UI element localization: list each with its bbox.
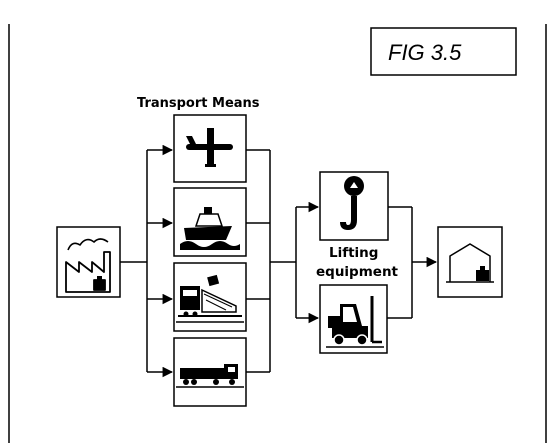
warehouse-node xyxy=(437,226,503,298)
lifting-merge-connectors xyxy=(387,206,438,319)
truck-icon xyxy=(176,364,244,388)
lifting-label-line2: equipment xyxy=(316,264,399,280)
figure-caption: FIG 3.5 xyxy=(388,40,462,65)
factory-node xyxy=(56,226,121,298)
crane-hook-icon xyxy=(340,176,364,230)
lifting-connectors xyxy=(295,201,320,324)
transport-ship-node xyxy=(173,187,247,257)
lifting-label-line1: Lifting xyxy=(329,245,378,261)
source-connectors xyxy=(120,144,174,378)
airplane-icon xyxy=(186,128,233,167)
ship-icon xyxy=(180,207,240,250)
warehouse-icon xyxy=(446,243,494,283)
transport-connectors xyxy=(246,149,296,373)
transport-truck-node xyxy=(173,337,247,407)
forklift-icon xyxy=(326,296,384,348)
transport-train-node xyxy=(173,262,247,332)
factory-icon xyxy=(65,238,111,293)
transport-airplane-node xyxy=(173,114,247,183)
crane-hook-node xyxy=(319,171,389,241)
forklift-node xyxy=(319,284,388,354)
train-icon xyxy=(176,274,244,323)
figure-caption-box: FIG 3.5 xyxy=(370,27,517,76)
transport-means-heading: Transport Means xyxy=(137,96,260,111)
